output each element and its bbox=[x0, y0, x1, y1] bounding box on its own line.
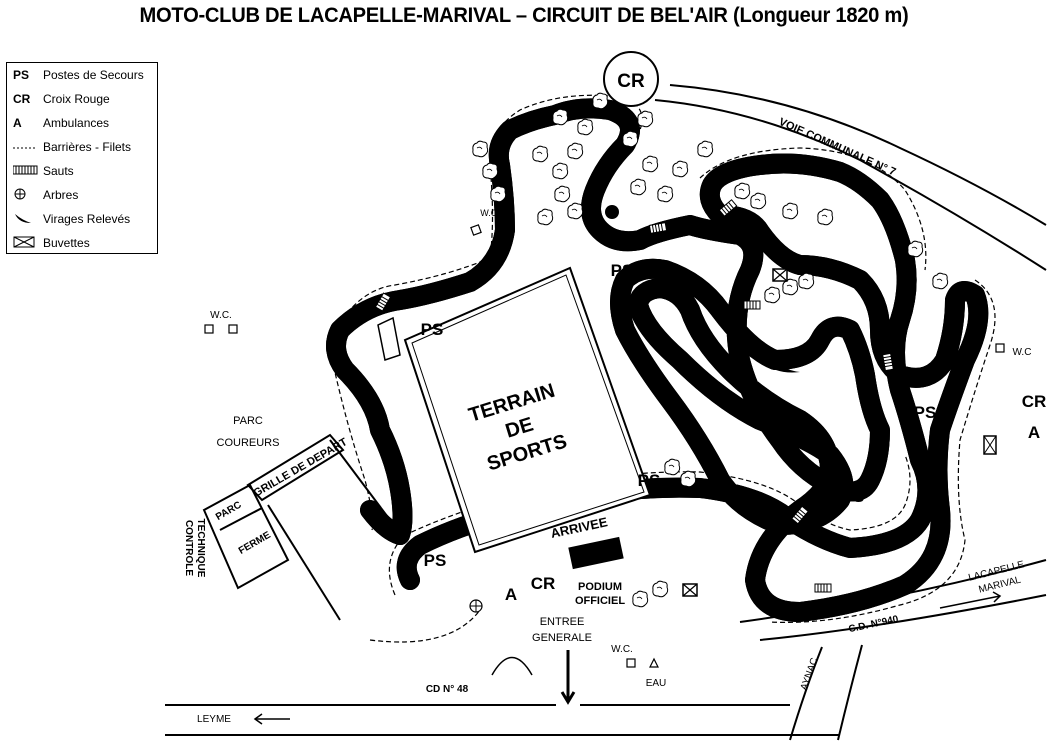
parc-coureurs-label-2: COUREURS bbox=[217, 437, 280, 449]
cr-label: CR bbox=[1022, 392, 1047, 411]
legend-label: Postes de Secours bbox=[43, 68, 144, 82]
cd940-label: C.D. N°940 bbox=[848, 614, 900, 635]
podium-label-1: PODIUM bbox=[578, 581, 622, 593]
legend-label: Barrières - Filets bbox=[43, 140, 132, 154]
eau-label: EAU bbox=[646, 678, 667, 689]
legend-label: Ambulances bbox=[43, 116, 110, 130]
circuit-track bbox=[336, 108, 978, 622]
wc-icons bbox=[204, 224, 1005, 668]
legend-symbol: PS bbox=[13, 68, 30, 82]
entree-label-2: GENERALE bbox=[532, 632, 592, 644]
voie-communale-road bbox=[654, 84, 1047, 271]
legend-label: Buvettes bbox=[43, 236, 90, 250]
ps-label: PS bbox=[638, 471, 661, 490]
wc-label: W.C. bbox=[611, 644, 633, 655]
wc-label: W.C. bbox=[210, 310, 232, 321]
legend-item: A Ambulances bbox=[13, 113, 109, 133]
terrain-de-sports: TERRAIN DE SPORTS bbox=[403, 266, 652, 554]
podium-label-2: OFFICIEL bbox=[575, 595, 625, 607]
podium-officiel bbox=[568, 536, 624, 570]
aynac-label: AYNAC bbox=[799, 656, 821, 691]
legend-item: Arbres bbox=[13, 185, 78, 205]
leyme-label: LEYME bbox=[197, 714, 231, 725]
tree-symbol-icon bbox=[13, 187, 43, 204]
legend-item: Buvettes bbox=[13, 233, 90, 253]
ps-label: PS bbox=[421, 320, 444, 339]
croix-rouge-post-top bbox=[603, 51, 659, 107]
controle-technique-label-2: TECHNIQUE bbox=[195, 519, 206, 578]
jump-markers bbox=[374, 199, 894, 593]
cr-label-top: CR bbox=[617, 71, 645, 92]
parc-ferme-label-2: FERME bbox=[237, 530, 273, 557]
road-cd-48 bbox=[165, 704, 840, 736]
legend-item: PS Postes de Secours bbox=[13, 65, 144, 85]
wc-label: W.C. bbox=[480, 208, 500, 218]
entrance-arrow-icon bbox=[560, 650, 576, 705]
legend-label: Sauts bbox=[43, 164, 74, 178]
legend-item: Virages Relevés bbox=[13, 209, 130, 229]
parc-coureurs-label-1: PARC bbox=[233, 415, 263, 427]
legend-item: Barrières - Filets bbox=[13, 137, 131, 157]
ps-label: PS bbox=[611, 261, 634, 280]
arrow-lacapelle-icon bbox=[939, 591, 1002, 609]
start-grid-area bbox=[202, 433, 391, 621]
buvette-icon bbox=[13, 236, 43, 251]
ambulance-label: A bbox=[505, 585, 517, 604]
hatch-icon bbox=[12, 164, 43, 179]
tree-symbol-icon bbox=[469, 599, 483, 613]
entrance-arch bbox=[491, 656, 533, 676]
wc-label: W.C bbox=[1013, 347, 1032, 358]
dashed-line-icon bbox=[13, 140, 43, 154]
ambulance-label: A bbox=[1028, 423, 1040, 442]
cr-label: CR bbox=[531, 574, 556, 593]
legend-symbol: CR bbox=[13, 92, 31, 106]
banked-turn-icon bbox=[13, 211, 43, 228]
legend-label: Croix Rouge bbox=[43, 92, 110, 106]
cd48-label: CD N° 48 bbox=[426, 684, 469, 695]
ps-label: PS bbox=[914, 403, 937, 422]
legend-item: Sauts bbox=[12, 161, 74, 181]
controle-technique-label-1: CONTROLE bbox=[183, 520, 194, 576]
building bbox=[377, 316, 401, 361]
ps-label: PS bbox=[842, 487, 865, 506]
water-icon bbox=[649, 657, 659, 668]
map-legend: PS Postes de Secours CR Croix Rouge A Am… bbox=[6, 62, 158, 254]
ps-label: PS bbox=[424, 551, 447, 570]
buvette-icon bbox=[983, 435, 997, 455]
legend-label: Arbres bbox=[43, 188, 79, 202]
buvette-icon bbox=[772, 268, 788, 282]
entree-label-1: ENTREE bbox=[540, 616, 585, 628]
banked-turn-icon bbox=[760, 352, 800, 373]
legend-label: Virages Relevés bbox=[43, 212, 131, 226]
page-title: MOTO-CLUB DE LACAPELLE-MARIVAL – CIRCUIT… bbox=[139, 4, 909, 27]
banked-turn-icon bbox=[605, 205, 619, 219]
legend-item: CR Croix Rouge bbox=[13, 89, 110, 109]
arrow-leyme-icon bbox=[253, 713, 290, 725]
buvette-icon bbox=[682, 583, 698, 597]
legend-symbol: A bbox=[13, 116, 22, 130]
